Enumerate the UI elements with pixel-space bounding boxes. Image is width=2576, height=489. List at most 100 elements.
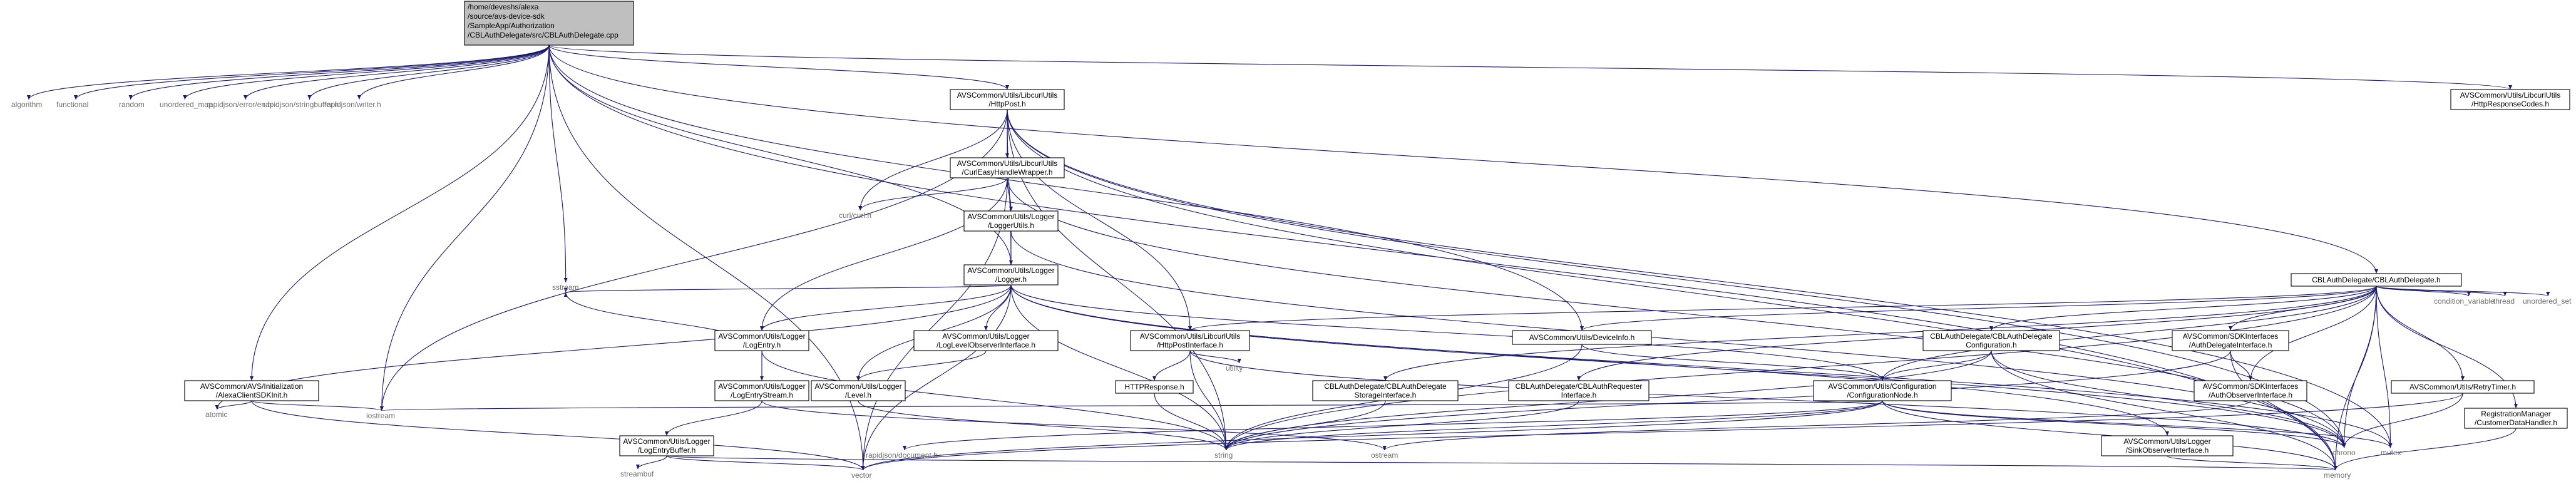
header-node-label-line: Interface.h: [1561, 391, 1597, 399]
edge-cblauthdelegate-to-storageif: [1385, 286, 2377, 381]
header-node-label-line: AVSCommon/Utils/LibcurlUtils: [957, 159, 1057, 168]
leaf-node-errorh[interactable]: rapidjson/error/en.h: [207, 100, 272, 109]
edge-cblauthdelegate-to-confignode: [1882, 286, 2377, 381]
leaf-node-streambuf[interactable]: streambuf: [620, 470, 654, 478]
header-node-authdelegateif[interactable]: AVSCommon/SDKInterfaces/AuthDelegateInte…: [2172, 330, 2289, 351]
leaf-node-string[interactable]: string: [1214, 451, 1233, 460]
header-node-label-line: AVSCommon/Utils/RetryTimer.h: [2409, 383, 2516, 391]
header-node-sinkobserver[interactable]: AVSCommon/Utils/Logger/SinkObserverInter…: [2101, 435, 2234, 456]
edge-logentrybuffer-to-vector: [666, 455, 864, 471]
leaf-node-random[interactable]: random: [119, 100, 145, 109]
edge-root-to-algorithm: [28, 44, 550, 100]
root-file-node[interactable]: /home/deveshs/alexa/source/avs-device-sd…: [464, 1, 634, 46]
header-node-alexainit[interactable]: AVSCommon/AVS/Initialization/AlexaClient…: [184, 380, 319, 401]
nodes-layer: /home/deveshs/alexa/source/avs-device-sd…: [11, 1, 2572, 480]
edge-arrowhead: [244, 95, 247, 100]
header-node-httppost[interactable]: AVSCommon/Utils/LibcurlUtils/HttpPost.h: [950, 89, 1065, 110]
header-node-regmanager[interactable]: RegistrationManager/CustomerDataHandler.…: [2464, 408, 2568, 429]
edge-arrowhead: [1152, 376, 1156, 381]
leaf-node-memory[interactable]: memory: [2324, 471, 2351, 480]
header-node-storageif[interactable]: CBLAuthDelegate/CBLAuthDelegateStorageIn…: [1312, 380, 1459, 401]
edge-arrowhead: [1382, 446, 1387, 450]
header-node-loglevelobs[interactable]: AVSCommon/Utils/Logger/LogLevelObserverI…: [913, 330, 1059, 351]
header-node-label-line: /AuthObserverInterface.h: [2209, 391, 2292, 399]
edge-logger-to-logentry: [761, 284, 1012, 331]
edge-curleasy-to-logentry: [761, 177, 1008, 331]
edge-deviceinfo-to-confignode: [1581, 344, 1883, 381]
edge-authdelegateif-to-string: [1226, 350, 2231, 451]
leaf-node-vector[interactable]: vector: [851, 471, 872, 480]
edge-arrowhead: [2546, 292, 2550, 296]
header-node-confignode[interactable]: AVSCommon/Utils/Configuration/Configurat…: [1813, 380, 1952, 401]
header-node-label-line: CBLAuthDelegate/CBLAuthDelegate: [1930, 332, 2053, 341]
leaf-node-algorithm[interactable]: algorithm: [11, 100, 42, 109]
leaf-node-stringbuffer[interactable]: rapidjson/stringbuffer.h: [263, 100, 339, 109]
leaf-node-writer[interactable]: rapidjson/writer.h: [324, 100, 381, 109]
edge-regmanager-to-memory: [2335, 428, 2517, 471]
header-node-logger[interactable]: AVSCommon/Utils/Logger/Logger.h: [963, 264, 1059, 286]
header-node-box: [1512, 330, 1652, 345]
edge-authobserverif-to-ostream: [1384, 400, 2251, 451]
header-node-httpresponsecodes[interactable]: AVSCommon/Utils/LibcurlUtils/HttpRespons…: [2450, 89, 2570, 110]
header-node-box: [963, 210, 1059, 232]
edge-cblauthdelegate-to-deviceinfo: [1581, 286, 2377, 331]
edge-arrowhead: [563, 288, 568, 292]
header-node-retrytimer[interactable]: AVSCommon/Utils/RetryTimer.h: [2391, 380, 2535, 394]
leaf-node-document[interactable]: rapidjson/document.h: [866, 451, 938, 460]
header-node-box: [1813, 380, 1952, 401]
leaf-node-unordered_set[interactable]: unordered_set: [2523, 297, 2572, 306]
header-node-logentrystream[interactable]: AVSCommon/Utils/Logger/LogEntryStream.h: [714, 380, 809, 401]
header-node-httppostif[interactable]: AVSCommon/Utils/LibcurlUtils/HttpPostInt…: [1130, 330, 1250, 351]
edge-logger-to-vector: [863, 284, 1012, 471]
root-file-label-line: /CBLAuthDelegate/src/CBLAuthDelegate.cpp: [468, 31, 618, 39]
leaf-node-chrono[interactable]: chrono: [2332, 448, 2356, 457]
header-node-authobserverif[interactable]: AVSCommon/SDKInterfaces/AuthObserverInte…: [2194, 380, 2307, 401]
header-node-label-line: /CurlEasyHandleWrapper.h: [962, 168, 1052, 177]
header-node-box: [184, 380, 319, 401]
leaf-node-functional[interactable]: functional: [56, 100, 88, 109]
edge-httppostif-to-httpresponse: [1154, 350, 1191, 381]
leaf-node-thread[interactable]: thread: [2493, 297, 2515, 306]
leaf-node-sstream[interactable]: sstream: [552, 283, 579, 292]
header-node-label-line: /ConfigurationNode.h: [1847, 391, 1917, 399]
leaf-node-mutex[interactable]: mutex: [2381, 448, 2401, 457]
leaf-node-unordered_map[interactable]: unordered_map: [160, 100, 213, 109]
root-file-box: [464, 1, 634, 46]
edge-httppostif-to-utility: [1189, 350, 1240, 364]
header-node-box: [2194, 380, 2307, 401]
header-node-label-line: /LoggerUtils.h: [988, 221, 1034, 230]
edge-logger-to-chrono: [1010, 284, 2345, 448]
leaf-node-ostream[interactable]: ostream: [1371, 451, 1398, 460]
leaf-node-curl[interactable]: curl/curl.h: [839, 211, 871, 220]
edge-arrowhead: [26, 95, 31, 100]
edge-level-to-string: [858, 400, 1227, 451]
header-node-logentry[interactable]: AVSCommon/Utils/Logger/LogEntry.h: [714, 330, 809, 351]
leaf-node-atomic[interactable]: atomic: [205, 410, 227, 419]
edge-root-to-httppost: [548, 44, 1008, 90]
header-node-deviceinfo[interactable]: AVSCommon/Utils/DeviceInfo.h: [1512, 330, 1652, 345]
edge-arrowhead: [903, 446, 906, 450]
leaf-node-condition_variable[interactable]: condition_variable: [2434, 297, 2495, 306]
header-node-label-line: AVSCommon/Utils/Configuration: [1828, 382, 1936, 391]
header-node-cblauthdelegate[interactable]: CBLAuthDelegate/CBLAuthDelegate.h: [2291, 273, 2462, 287]
header-node-cblconfig[interactable]: CBLAuthDelegate/CBLAuthDelegateConfigura…: [1922, 330, 2060, 351]
header-node-label-line: AVSCommon/Utils/LibcurlUtils: [1140, 332, 1240, 341]
edge-httpresponse-to-string: [1154, 393, 1227, 451]
edge-cblauthdelegate-to-chrono: [2344, 286, 2377, 448]
header-node-box: [714, 380, 809, 401]
header-node-level[interactable]: AVSCommon/Utils/Logger/Level.h: [811, 380, 906, 401]
edge-httppostif-to-chrono: [1189, 350, 2345, 448]
header-node-curleasy[interactable]: AVSCommon/Utils/LibcurlUtils/CurlEasyHan…: [950, 157, 1065, 178]
edge-arrowhead: [2342, 443, 2346, 448]
leaf-node-utility[interactable]: utility: [1226, 364, 1243, 373]
header-node-requesterif[interactable]: CBLAuthDelegate/CBLAuthRequesterInterfac…: [1508, 380, 1650, 401]
header-node-logentrybuffer[interactable]: AVSCommon/Utils/Logger/LogEntryBuffer.h: [619, 435, 714, 456]
leaf-node-iostream[interactable]: iostream: [366, 411, 395, 420]
header-node-label-line: /SinkObserverInterface.h: [2126, 446, 2209, 455]
edge-root-to-deviceinfo: [548, 44, 1583, 331]
header-node-httpresponse[interactable]: HTTPResponse.h: [1115, 380, 1194, 394]
edge-alexainit-to-vector: [251, 400, 864, 471]
edge-root-to-functional: [75, 44, 550, 100]
header-node-loggerutils[interactable]: AVSCommon/Utils/Logger/LoggerUtils.h: [963, 210, 1059, 232]
edge-arrowhead: [2466, 292, 2471, 296]
